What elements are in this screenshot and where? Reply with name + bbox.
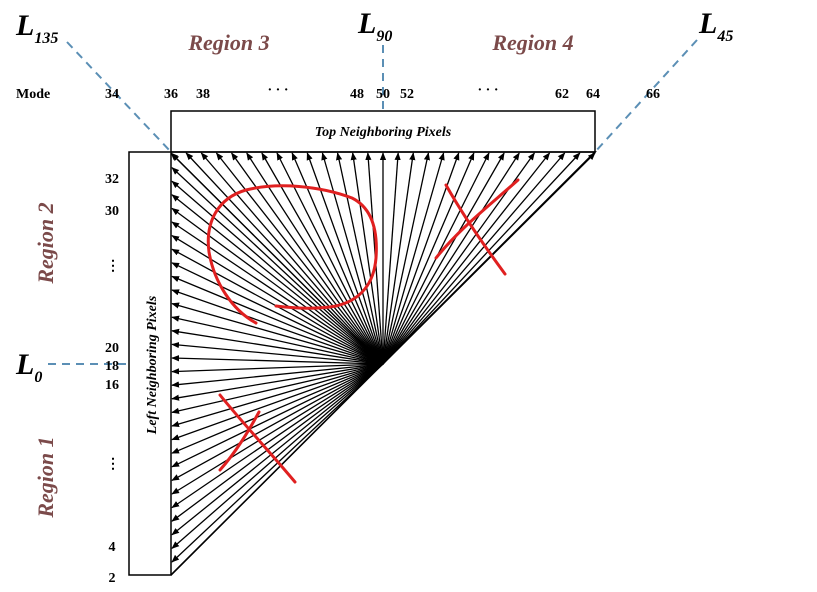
arrow-left-28: [171, 235, 384, 365]
region-3-label: Region 3: [187, 30, 269, 55]
arrow-left-29: [171, 221, 384, 365]
red-cross-upper-a: [444, 183, 507, 276]
arrow-top-63: [382, 152, 581, 365]
arrow-left-12: [171, 363, 384, 454]
arrow-top-38: [200, 152, 384, 365]
red-cross-upper-b: [434, 178, 520, 260]
red-cross-lower-a: [218, 393, 297, 484]
left-neighboring-pixels-box: [128, 151, 172, 576]
arrow-left-33: [171, 167, 384, 365]
arrow-left-13: [171, 363, 384, 441]
left-mode-ellipsis-bottom: ⋮: [106, 457, 120, 472]
top-mode-62: 62: [555, 87, 569, 102]
left-mode-20: 20: [105, 341, 119, 356]
arrow-top-58: [382, 152, 505, 365]
arrow-top-39: [215, 152, 384, 365]
left-mode-30: 30: [105, 204, 119, 219]
arrow-left-31: [171, 194, 384, 365]
arrow-left-21: [171, 328, 384, 365]
top-neighboring-pixels-box: [170, 110, 596, 153]
arrow-top-56: [382, 152, 475, 365]
arrow-left-32: [171, 180, 384, 365]
region-4-label: Region 4: [491, 30, 573, 55]
red-annotations: [206, 178, 520, 484]
ref-line-l135: [66, 41, 172, 153]
left-mode-18: 18: [105, 359, 119, 374]
region-2-label: Region 2: [33, 202, 58, 284]
top-mode-48: 48: [350, 87, 364, 102]
left-mode-32: 32: [105, 172, 119, 187]
label-l0: L0: [15, 348, 42, 386]
top-neighboring-pixels-label: Top Neighboring Pixels: [315, 125, 452, 140]
arrow-left-14: [171, 363, 384, 428]
arrow-left-24: [171, 289, 384, 365]
arrow-top-61: [382, 152, 551, 365]
arrow-top-54: [382, 152, 445, 365]
arrow-top-59: [382, 152, 520, 365]
arrow-left-10: [171, 363, 384, 481]
arrow-left-23: [171, 302, 384, 365]
arrow-top-53: [382, 152, 431, 365]
left-mode-2: 2: [109, 571, 116, 586]
left-mode-16: 16: [105, 378, 119, 393]
region-1-label: Region 1: [33, 436, 58, 518]
ref-line-l45: [594, 39, 698, 153]
arrow-left-16: [171, 363, 384, 401]
left-mode-ellipsis-top: ⋮: [106, 259, 120, 274]
arrow-left-15: [171, 363, 384, 414]
label-l90: L90: [357, 7, 392, 45]
arrow-top-46: [321, 152, 384, 365]
arrow-left-25: [171, 275, 384, 365]
arrow-top-41: [246, 152, 384, 365]
left-neighboring-pixels-label: Left Neighboring Pixels: [145, 295, 160, 435]
arrow-top-43: [276, 152, 384, 365]
arrow-left-19: [171, 355, 384, 365]
arrow-top-45: [306, 152, 384, 365]
top-mode-ellipsis-left: · · ·: [267, 83, 288, 98]
arrow-left-20: [171, 341, 384, 365]
top-mode-66: 66: [646, 87, 660, 102]
red-loop-mark: [206, 184, 378, 325]
arrow-left-11: [171, 363, 384, 468]
top-mode-36: 36: [164, 87, 178, 102]
arrow-left-18: [171, 363, 384, 375]
top-mode-52: 52: [400, 87, 414, 102]
top-mode-38: 38: [196, 87, 210, 102]
arrow-left-7: [171, 363, 384, 522]
arrow-left-34: [171, 153, 384, 365]
red-cross-lower-b: [218, 410, 261, 472]
label-l45: L45: [698, 7, 733, 45]
arrow-top-48: [350, 152, 384, 365]
top-mode-labels: 34 36 38 · · · 48 50 52 · · · 62 64 66: [105, 83, 660, 102]
arrow-top-42: [261, 152, 384, 365]
top-mode-50: 50: [376, 87, 390, 102]
arrow-top-52: [382, 152, 416, 365]
arrow-left-9: [171, 363, 384, 495]
direction-triangle: [170, 151, 597, 576]
arrow-left-8: [171, 363, 384, 509]
arrow-top-51: [382, 152, 401, 365]
top-mode-64: 64: [586, 87, 600, 102]
arrow-top-37: [185, 152, 384, 365]
arrow-left-5: [171, 363, 384, 549]
mode-label: Mode: [16, 87, 50, 102]
arrow-left-17: [171, 363, 384, 388]
arrow-left-22: [171, 315, 384, 365]
left-mode-labels: 32 30 ⋮ 20 18 16 ⋮ 4 2: [105, 172, 120, 586]
label-l135: L135: [15, 9, 58, 47]
top-mode-34: 34: [105, 87, 119, 102]
arrow-left-26: [171, 262, 384, 365]
arrow-top-62: [382, 152, 566, 365]
arrow-top-47: [335, 152, 384, 365]
top-mode-ellipsis-right: · · ·: [477, 83, 498, 98]
arrow-left-6: [171, 363, 384, 536]
left-mode-4: 4: [109, 540, 116, 555]
